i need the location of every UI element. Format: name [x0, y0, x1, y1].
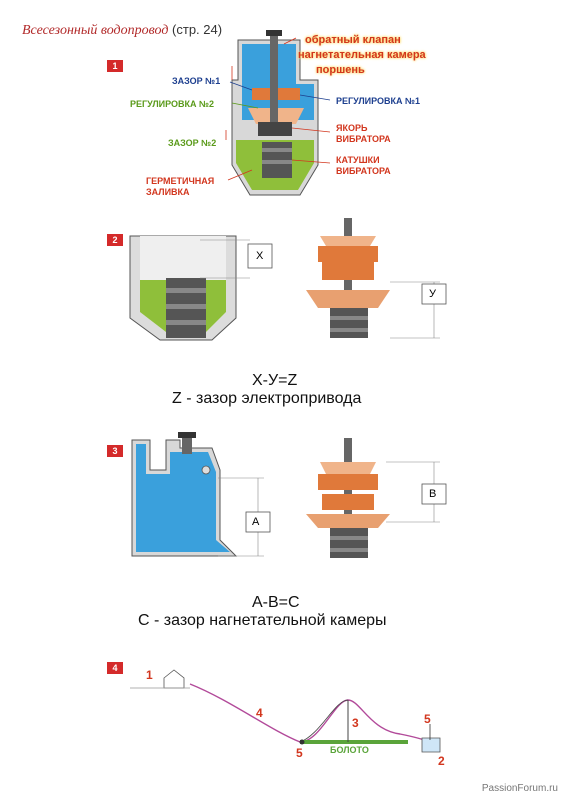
- section-badge-1: 1: [107, 60, 123, 72]
- fig1-label-seal-2: ЗАЛИВКА: [146, 187, 190, 197]
- watermark: PassionForum.ru: [481, 783, 558, 794]
- fig1-label-coil-1: КАТУШКИ: [336, 155, 380, 165]
- fig4-num-5a: 5: [296, 746, 303, 760]
- fig4-num-2: 2: [438, 754, 445, 768]
- fig4-num-4: 4: [256, 706, 263, 720]
- page-header: Всесезонный водопровод (стр. 24): [22, 22, 222, 39]
- fig1-label-gap1: ЗАЗОР №1: [172, 76, 221, 86]
- fig1-label-adj2: РЕГУЛИРОВКА №2: [130, 99, 215, 109]
- fig4-swamp-label: БОЛОТО: [330, 745, 369, 755]
- fig4-num-3: 3: [352, 716, 359, 730]
- fig1-label-adj1: РЕГУЛИРОВКА №1: [336, 96, 421, 106]
- fig1-label-chamber: нагнетательная камера: [298, 49, 426, 61]
- house-icon: [163, 669, 185, 689]
- fig3-formula-1: A-B=C: [252, 594, 300, 611]
- fig2-x-label: X: [256, 250, 264, 262]
- fig1-label-valve: обратный клапан: [305, 34, 401, 46]
- section-badge-3: 3: [107, 445, 123, 457]
- fig3-a-label: A: [252, 516, 260, 528]
- fig2-formula-1: X-У=Z: [252, 372, 298, 389]
- fig4-num-1: 1: [146, 668, 153, 682]
- fig2-formula-2: Z - зазор электропривода: [172, 390, 362, 407]
- fig1-label-anchor-2: ВИБРАТОРА: [336, 134, 391, 144]
- fig1-label-seal-1: ГЕРМЕТИЧНАЯ: [146, 176, 215, 186]
- fig1-label-coil-2: ВИБРАТОРА: [336, 166, 391, 176]
- fig3-formula-2: C - зазор нагнетательной камеры: [138, 612, 387, 629]
- fig4-num-5b: 5: [424, 712, 431, 726]
- section-badge-4: 4: [107, 662, 123, 674]
- header-page: (стр. 24): [172, 22, 223, 37]
- fig1-label-piston: поршень: [316, 64, 365, 76]
- header-title: Всесезонный водопровод: [22, 23, 169, 38]
- fig1-anchor: [258, 122, 292, 136]
- fig1-label-gap2: ЗАЗОР №2: [168, 138, 217, 148]
- fig3-b-label: B: [429, 488, 437, 500]
- fig1-label-anchor-1: ЯКОРЬ: [336, 123, 368, 133]
- fig2-y-label: У: [429, 288, 436, 300]
- section-badge-2: 2: [107, 234, 123, 246]
